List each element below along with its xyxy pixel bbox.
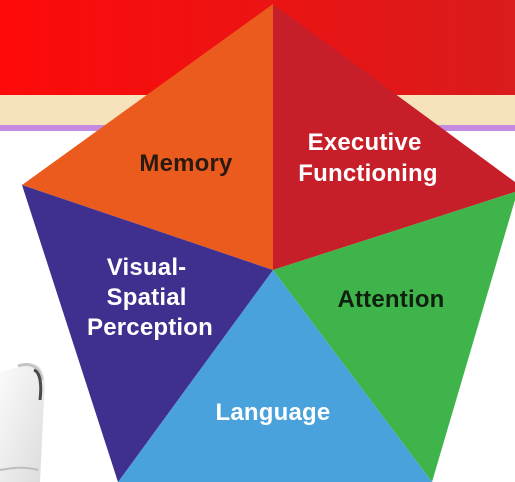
label-visual-spatial-perception: Visual- Spatial Perception <box>87 254 213 341</box>
segment-language <box>118 270 432 482</box>
segment-labels: Memory Executive Functioning Attention L… <box>87 129 444 426</box>
label-attention: Attention <box>337 286 444 313</box>
label-memory: Memory <box>139 150 233 177</box>
segment-visual-spatial-perception <box>22 185 273 482</box>
label-executive-functioning: Executive Functioning <box>298 129 438 187</box>
segment-attention <box>273 192 515 482</box>
paper-object-image <box>0 363 45 482</box>
segment-memory <box>22 4 273 270</box>
pentagon-segments <box>22 4 515 482</box>
segment-executive-functioning <box>273 4 515 270</box>
label-language: Language <box>216 399 331 426</box>
